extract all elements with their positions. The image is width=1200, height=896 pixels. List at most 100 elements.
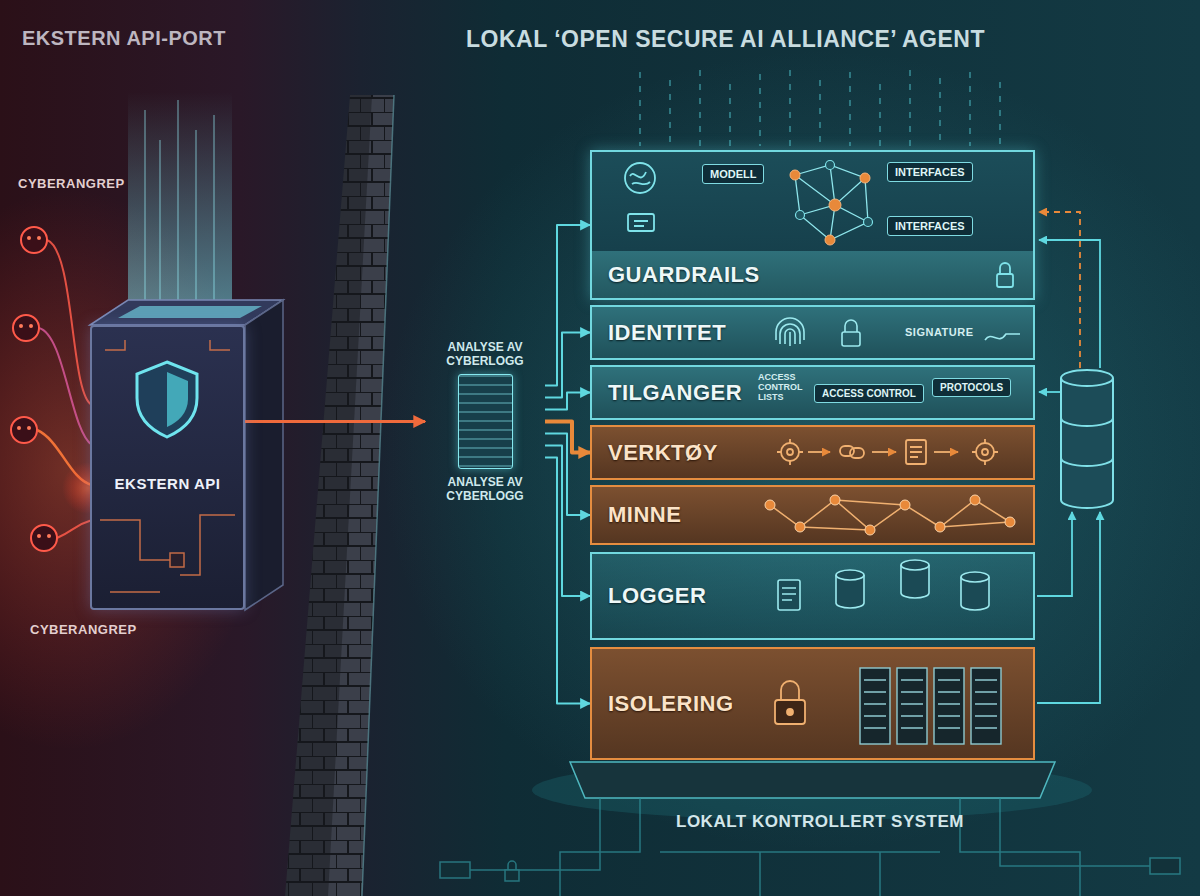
data-streams — [969, 72, 971, 146]
data-streams — [849, 72, 851, 146]
flow-arrow — [545, 393, 590, 410]
circuit-traces — [660, 851, 940, 853]
interface-chip: INTERFACES — [887, 216, 973, 236]
model-icons — [997, 274, 1013, 287]
log-icons — [901, 560, 929, 570]
attacker-icon — [11, 227, 57, 551]
node-text: LOGGER — [608, 583, 706, 609]
server-housing — [90, 300, 283, 610]
shield-icon — [137, 362, 197, 437]
tool-icons — [976, 443, 994, 461]
light-beam — [177, 100, 178, 300]
node-text: ANALYSE AV CYBERLOGG — [425, 340, 545, 368]
layer-band: VERKTØY — [590, 425, 1035, 480]
flow-arrow — [545, 446, 590, 597]
model-icons — [790, 170, 800, 180]
firewall-wall — [362, 95, 394, 896]
attacker-icon — [27, 426, 31, 430]
tool-icons — [777, 439, 803, 465]
server-traces — [105, 340, 125, 350]
firewall-wall — [285, 95, 394, 896]
node-text: GUARDRAILS — [608, 262, 760, 288]
attacker-icon — [37, 430, 92, 485]
database-cylinder — [1061, 370, 1113, 386]
data-streams — [999, 82, 1001, 146]
feedback-lines — [1039, 212, 1080, 368]
memory-graph — [900, 500, 910, 510]
protocol-chip: PROTOCOLS — [932, 378, 1011, 397]
model-icons — [795, 165, 868, 240]
base-platform — [570, 762, 1055, 798]
attacker-icon — [27, 236, 31, 240]
memory-graph — [765, 495, 1015, 535]
attack-label: CYBERANGREP — [18, 176, 125, 192]
server-housing — [245, 300, 283, 610]
model-icons — [825, 235, 835, 245]
isolation-icons — [934, 668, 964, 744]
log-icons — [901, 565, 929, 598]
data-streams — [939, 78, 941, 146]
shield-icon — [167, 372, 188, 427]
light-beam — [195, 130, 196, 300]
tool-icons — [934, 451, 958, 453]
circuit-traces — [440, 862, 470, 878]
circuit-traces — [560, 798, 640, 896]
attacker-icon — [31, 525, 57, 551]
data-streams — [879, 84, 881, 146]
feedback-lines — [1037, 212, 1100, 703]
data-streams — [729, 84, 731, 146]
identity-icons — [842, 332, 860, 346]
connector-layer — [245, 225, 590, 704]
light-beam — [159, 140, 160, 300]
memory-graph — [795, 522, 805, 532]
database-cylinder — [1061, 370, 1113, 508]
attacker-icon — [29, 324, 33, 328]
log-icons — [782, 588, 796, 600]
footer-label: LOKALT KONTROLLERT SYSTEM — [640, 812, 1000, 832]
flow-arrow — [545, 458, 590, 704]
data-streams — [909, 70, 911, 146]
attacker-icon — [47, 534, 51, 538]
attacker-icon — [37, 236, 41, 240]
isolation-icons — [775, 668, 1001, 744]
server-traces — [210, 340, 230, 350]
attacker-icon — [21, 227, 47, 253]
tool-icons — [982, 449, 988, 455]
node-text: INTERFACES — [895, 220, 965, 232]
circuit-traces — [1150, 858, 1180, 874]
flow-arrow — [545, 333, 590, 398]
model-icons — [826, 161, 835, 170]
memory-graph — [1005, 517, 1015, 527]
base-platform — [532, 760, 1092, 820]
background-art — [380, 50, 1200, 850]
attacker-icon — [57, 520, 92, 538]
node-text: ANALYSE AV CYBERLOGG — [425, 475, 545, 503]
node-text: IDENTITET — [608, 320, 726, 346]
log-icons — [778, 580, 800, 610]
tool-icons — [781, 443, 799, 461]
firewall-wall — [328, 95, 394, 896]
log-icons — [836, 570, 864, 580]
panel-heading: LOKAL ‘OPEN SECURE AI ALLIANCE’ AGENT — [466, 26, 985, 54]
data-streams — [819, 80, 821, 146]
server-housing — [118, 306, 262, 318]
shield-icon — [137, 362, 197, 437]
memory-graph — [770, 500, 1010, 530]
data-streams — [789, 70, 791, 146]
attacker-icon — [13, 315, 39, 341]
flow-arrow — [545, 434, 590, 516]
attack-label: CYBERANGREP — [18, 176, 125, 192]
model-icons — [625, 161, 1013, 288]
feedback-lines — [1039, 240, 1100, 368]
server-traces — [110, 591, 160, 593]
layer-band: MINNE — [590, 485, 1035, 545]
model-chip: MODELL — [702, 164, 764, 184]
node-text: ACCESS CONTROL — [822, 388, 916, 399]
node-text: MODELL — [710, 168, 756, 180]
server-traces — [170, 553, 184, 567]
model-icons — [796, 211, 805, 220]
base-platform — [532, 760, 1092, 820]
